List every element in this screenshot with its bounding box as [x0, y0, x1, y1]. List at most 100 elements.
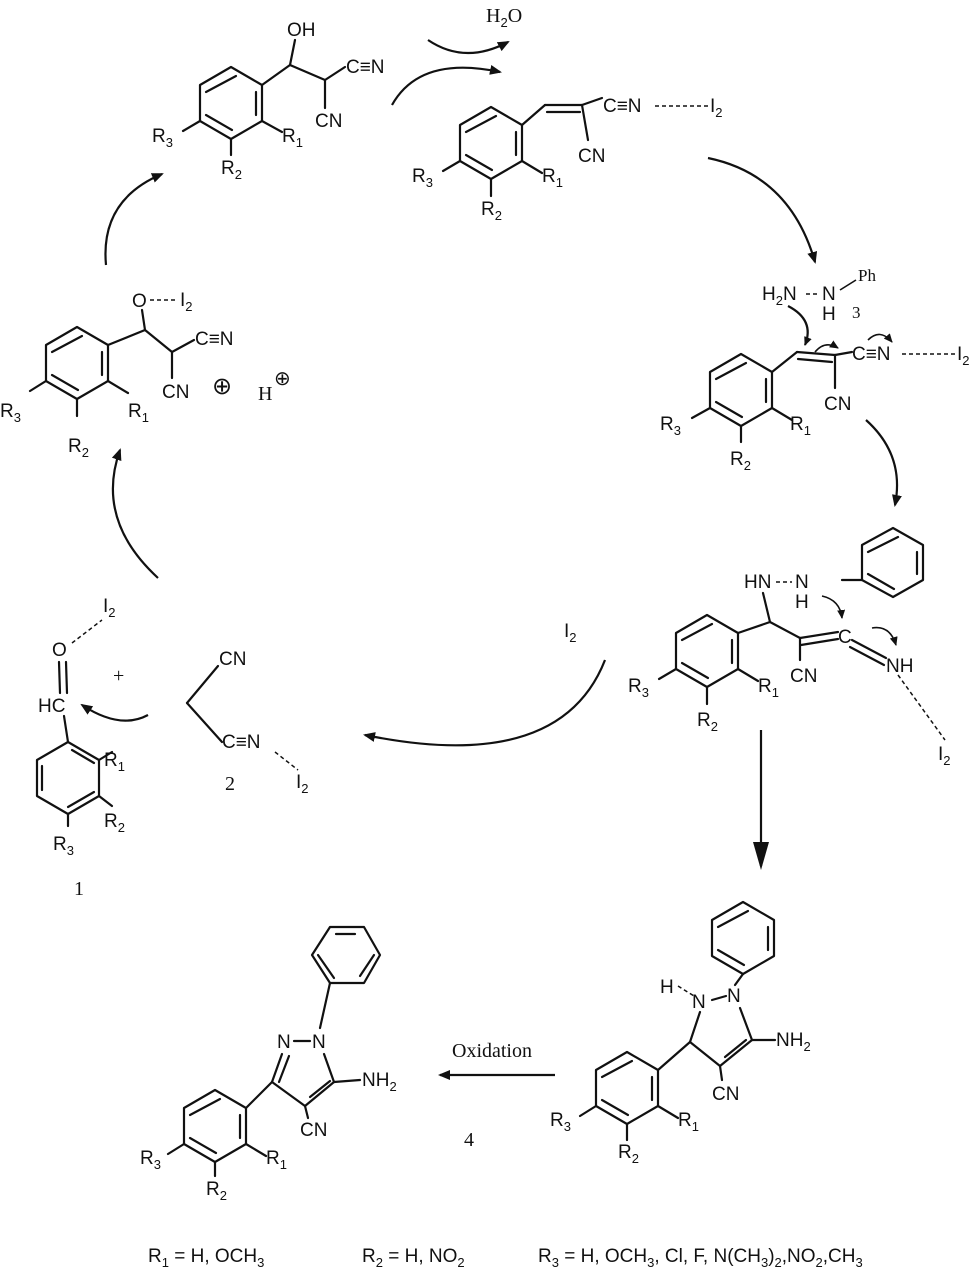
- r1-label: R1: [758, 676, 779, 700]
- water-elimination-arrow: [427, 39, 510, 55]
- nh2-label: NH2: [362, 1070, 397, 1094]
- r2-label: R2: [221, 158, 242, 182]
- c-triple-n-label: C≡N: [603, 96, 642, 117]
- cn-label: CN: [219, 649, 246, 670]
- iodine-label: I2: [103, 596, 116, 620]
- compound-1-label: 1: [74, 878, 84, 900]
- r2-definition: R2 = H, NO2: [362, 1246, 465, 1270]
- compound-4-label: 4: [464, 1129, 474, 1151]
- h-label: H: [822, 304, 836, 325]
- n-label: N: [692, 992, 706, 1013]
- pyrazoline-intermediate: H N N NH2 CN R3 R1 R2: [550, 900, 811, 1166]
- c-triple-n-label: C≡N: [195, 329, 234, 350]
- alkoxide-intermediate: O I2 C≡N CN ⊕ H ⊕ R3 R1 R2: [0, 290, 291, 460]
- r3-label: R3: [628, 676, 649, 700]
- c-triple-n-label: C≡N: [346, 57, 385, 78]
- r3-label: R3: [140, 1148, 161, 1172]
- r1-label: R1: [266, 1148, 287, 1172]
- cycle-arrow-left-lower: [111, 448, 159, 579]
- aminopyrazole-product: N N NH2 CN R3 R1 R2: [140, 925, 397, 1203]
- ph-label: Ph: [858, 266, 876, 285]
- r2-label: R2: [481, 199, 502, 223]
- r3-label: R3: [550, 1110, 571, 1134]
- cn-label: CN: [578, 146, 605, 167]
- h2n-label: H2N: [762, 284, 797, 308]
- iodine-label: I2: [957, 344, 970, 368]
- hc-label: HC: [38, 696, 65, 717]
- arylidene-intermediate: C≡N I2 CN R3 R1 R2: [412, 96, 723, 223]
- n-label: N: [312, 1032, 326, 1053]
- o-label: O: [52, 640, 67, 661]
- dehydration-arrow: [391, 65, 502, 106]
- oxidation-label: Oxidation: [452, 1040, 532, 1062]
- iodine-label: I2: [938, 744, 951, 768]
- hn-label: HN: [744, 572, 771, 593]
- cycle-arrow-right-mid: [865, 419, 902, 507]
- r1-definition: R1 = H, OCH3: [148, 1246, 264, 1270]
- n-label: N: [822, 284, 836, 305]
- nucleophilic-attack-arrow: [787, 305, 812, 346]
- cycle-arrow-right-top: [707, 156, 818, 264]
- r3-label: R3: [0, 401, 21, 425]
- r3-label: R3: [53, 834, 74, 858]
- addition-arrow: [80, 703, 149, 722]
- water-label: H2O: [486, 5, 522, 30]
- hydrazine-adduct: HN N H C NH CN R3 R1 R2 I2: [628, 526, 951, 768]
- h-label: H: [660, 977, 674, 998]
- r2-label: R2: [618, 1142, 639, 1166]
- r1-label: R1: [542, 166, 563, 190]
- r2-label: R2: [730, 449, 751, 473]
- n-label: N: [277, 1032, 291, 1053]
- phenylhydrazine: H2N N H Ph 3: [762, 266, 876, 325]
- activated-alkene: C≡N I2 CN R3 R1 R2: [660, 333, 970, 473]
- r1-label: R1: [282, 126, 303, 150]
- plus-sign: +: [113, 665, 124, 687]
- r1-label: R1: [678, 1110, 699, 1134]
- compound-3-label: 3: [852, 303, 861, 322]
- r3-label: R3: [660, 414, 681, 438]
- hydroxy-intermediate: OH C≡N CN R3 R1 R2: [152, 20, 385, 182]
- malononitrile-complex: CN C≡N I2 2: [185, 649, 309, 796]
- r1-label: R1: [790, 414, 811, 438]
- o-label: O: [132, 291, 147, 312]
- iodine-label: I2: [710, 96, 723, 120]
- nh-label: NH: [886, 656, 913, 677]
- proton-charge: ⊕: [274, 368, 291, 390]
- cn-label: CN: [300, 1120, 327, 1141]
- r3-definition: R3 = H, OCH3, Cl, F, N(CH3)2,NO2,CH3: [538, 1246, 863, 1270]
- r2-label: R2: [68, 436, 89, 460]
- cn-label: CN: [162, 382, 189, 403]
- r1-label: R1: [104, 750, 125, 774]
- n-label: N: [795, 572, 809, 593]
- iodine-label: I2: [564, 621, 577, 645]
- r3-label: R3: [152, 126, 173, 150]
- iodine-regeneration-arrow: [363, 659, 607, 747]
- oh-label: OH: [287, 20, 316, 41]
- cyclization-arrowhead: [753, 842, 769, 870]
- iodine-label: I2: [180, 290, 193, 314]
- h-label: H: [795, 592, 809, 613]
- aldehyde-complex: I2 O HC R1 R2 R3 1 +: [35, 596, 149, 900]
- c-triple-n-label: C≡N: [852, 344, 891, 365]
- n-label: N: [727, 986, 741, 1007]
- positive-charge-sign: ⊕: [212, 373, 232, 400]
- nh2-label: NH2: [776, 1030, 811, 1054]
- c-triple-n-label: C≡N: [222, 732, 261, 753]
- r2-label: R2: [697, 710, 718, 734]
- r1-label: R1: [128, 401, 149, 425]
- proton-label: H: [258, 383, 272, 405]
- cn-label: CN: [824, 394, 851, 415]
- substituent-legend: R1 = H, OCH3 R2 = H, NO2 R3 = H, OCH3, C…: [148, 1246, 863, 1270]
- compound-2-label: 2: [225, 773, 235, 795]
- iodine-label: I2: [296, 772, 309, 796]
- c-label: C: [838, 627, 852, 648]
- cn-label: CN: [712, 1084, 739, 1105]
- r3-label: R3: [412, 166, 433, 190]
- cycle-arrow-left-upper: [104, 172, 164, 266]
- cn-label: CN: [315, 111, 342, 132]
- r2-label: R2: [206, 1179, 227, 1203]
- cn-label: CN: [790, 666, 817, 687]
- r2-label: R2: [104, 811, 125, 835]
